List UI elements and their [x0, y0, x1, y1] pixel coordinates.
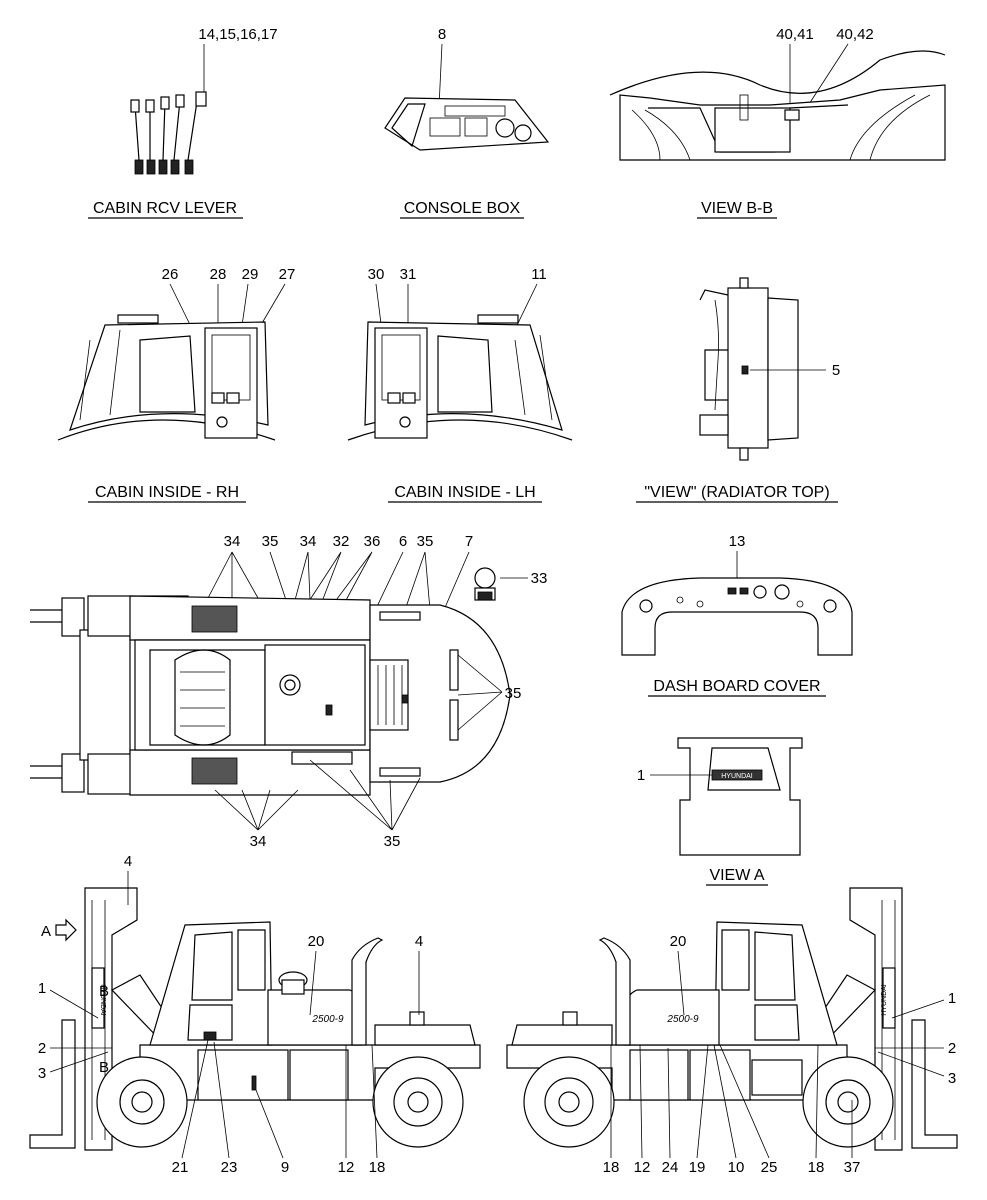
- caption-view-bb: VIEW B-B: [701, 200, 773, 217]
- callout-left-3: 3: [38, 1065, 46, 1082]
- callout-left-9: 9: [281, 1159, 289, 1176]
- brand-decal-view-a: HYUNDAI: [721, 773, 753, 780]
- callout-right-10: 10: [728, 1159, 745, 1176]
- callout-left-23: 23: [221, 1159, 238, 1176]
- callout-right-1: 1: [948, 990, 956, 1007]
- callout-right-2: 2: [948, 1040, 956, 1057]
- callout-bb-a: 40,41: [776, 26, 814, 43]
- callout-left-20: 20: [308, 933, 325, 950]
- callout-rh-27: 27: [279, 266, 296, 283]
- callout-left-A: A: [41, 923, 51, 940]
- model-decal-left: 2500-9: [311, 1014, 344, 1025]
- callout-left-B1: B: [99, 983, 109, 1000]
- cabin-inside-lh: 30 31 11 CABIN INSIDE - LH: [347, 266, 573, 503]
- callout-top-35b: 35: [417, 533, 434, 550]
- front-wheel-left: [96, 1056, 188, 1148]
- dash-board-cover-view: 13 DASH BOARD COVER: [621, 533, 853, 697]
- callout-top-34c: 34: [250, 833, 267, 850]
- callout-top-34a: 34: [224, 533, 241, 550]
- callout-left-21: 21: [172, 1159, 189, 1176]
- callout-right-3: 3: [948, 1070, 956, 1087]
- mast-decal-left: HYUNDAI: [99, 984, 106, 1016]
- caption-cabin-inside-rh: CABIN INSIDE - RH: [95, 484, 239, 501]
- callout-top-34b: 34: [300, 533, 317, 550]
- callout-right-18a: 18: [603, 1159, 620, 1176]
- callout-rh-26: 26: [162, 266, 179, 283]
- machine-top-view: 34 35 34 32 36 6 35 7 33: [30, 533, 547, 850]
- callout-va-1: 1: [637, 767, 645, 784]
- callout-dash-13: 13: [729, 533, 746, 550]
- callout-right-25: 25: [761, 1159, 778, 1176]
- caption-view-a: VIEW A: [709, 867, 764, 884]
- rcv-lever-view: 14,15,16,17 CABIN RCV LEVER: [88, 26, 278, 219]
- callout-right-12: 12: [634, 1159, 651, 1176]
- machine-right-side-view: HYUNDAI 2500-9 20 1 2: [506, 887, 958, 1176]
- callout-left-4b: 4: [415, 933, 423, 950]
- caption-cabin-inside-lh: CABIN INSIDE - LH: [394, 484, 535, 501]
- caption-dash-board-cover: DASH BOARD COVER: [653, 678, 820, 695]
- callout-rcv: 14,15,16,17: [198, 26, 277, 43]
- dash-cover-body: [621, 577, 853, 656]
- callout-console: 8: [438, 26, 446, 43]
- mast-decal-right: HYUNDAI: [881, 984, 888, 1016]
- callout-lh-11: 11: [531, 266, 547, 283]
- callout-lh-31: 31: [400, 266, 417, 283]
- callout-rad-5: 5: [832, 362, 840, 379]
- caption-radiator-top: "VIEW" (RADIATOR TOP): [644, 484, 829, 501]
- callout-rh-28: 28: [210, 266, 227, 283]
- mast-left: [84, 887, 138, 1151]
- callout-top-35d: 35: [384, 833, 401, 850]
- rear-wheel-right: [523, 1056, 615, 1148]
- callout-right-24: 24: [662, 1159, 679, 1176]
- view-a: HYUNDAI 1 VIEW A: [637, 737, 803, 886]
- callout-lh-30: 30: [368, 266, 385, 283]
- front-wheel-right: [802, 1056, 894, 1148]
- cabin-inside-rh: 26 28 29 27 CABIN INSIDE - RH: [57, 266, 296, 503]
- model-decal-right: 2500-9: [666, 1014, 699, 1025]
- caption-cabin-rcv-lever: CABIN RCV LEVER: [93, 200, 237, 217]
- callout-rh-29: 29: [242, 266, 259, 283]
- callout-top-7: 7: [465, 533, 473, 550]
- view-bb: 40,41 40,42 VIEW B-B: [609, 26, 946, 219]
- rear-wheel-left: [372, 1056, 464, 1148]
- callout-top-36: 36: [364, 533, 381, 550]
- callout-left-18: 18: [369, 1159, 386, 1176]
- callout-left-12: 12: [338, 1159, 355, 1176]
- callout-left-4a: 4: [124, 853, 132, 870]
- callout-right-37: 37: [844, 1159, 861, 1176]
- callout-bb-b: 40,42: [836, 26, 874, 43]
- rcv-levers: [130, 91, 207, 175]
- callout-top-35a: 35: [262, 533, 279, 550]
- callout-left-1: 1: [38, 980, 46, 997]
- callout-top-33: 33: [531, 570, 548, 587]
- callout-left-2: 2: [38, 1040, 46, 1057]
- caption-console-box: CONSOLE BOX: [404, 200, 521, 217]
- callout-top-35c: 35: [505, 685, 522, 702]
- callout-top-6: 6: [399, 533, 407, 550]
- callout-left-B2: B: [99, 1059, 109, 1076]
- console-box-view: 8 CONSOLE BOX: [384, 26, 550, 219]
- callout-right-20: 20: [670, 933, 687, 950]
- callout-right-19: 19: [689, 1159, 706, 1176]
- callout-right-18b: 18: [808, 1159, 825, 1176]
- machine-left-side-view: HYUNDAI 2500-9 A B: [29, 853, 481, 1176]
- callout-top-32: 32: [333, 533, 350, 550]
- radiator-top-view: 5 "VIEW" (RADIATOR TOP): [636, 277, 840, 503]
